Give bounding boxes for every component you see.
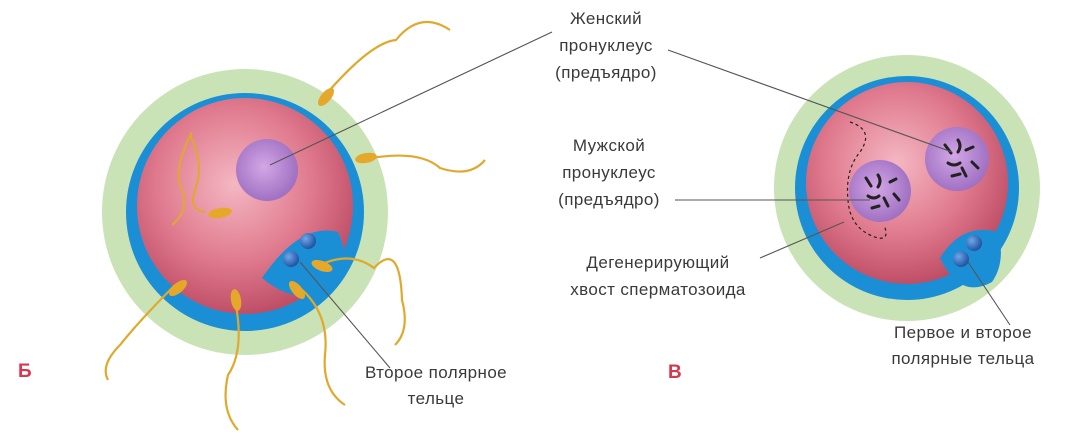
polar-body-left-2	[283, 251, 299, 267]
label-male-pronucleus: Мужской пронуклеус (предъядро)	[558, 136, 660, 209]
svg-text:Дегенерирующий: Дегенерирующий	[586, 253, 729, 272]
label-degenerating-tail: Дегенерирующий хвост сперматозоида	[570, 253, 746, 299]
svg-text:(предъядро): (предъядро)	[555, 63, 657, 82]
polar-body-left-1	[300, 233, 316, 249]
svg-text:тельце: тельце	[408, 389, 465, 408]
svg-text:Второе полярное: Второе полярное	[365, 363, 507, 382]
cell-right	[774, 55, 1040, 321]
svg-text:пронуклеус: пронуклеус	[562, 163, 656, 182]
panel-letter-left: Б	[18, 361, 32, 382]
female-pronucleus-left	[236, 139, 298, 201]
label-polar-bodies: Первое и второе полярные тельца	[891, 323, 1034, 368]
panel-letter-right: В	[668, 362, 682, 383]
svg-text:(предъядро): (предъядро)	[558, 190, 660, 209]
label-second-polar-body: Второе полярное тельце	[365, 363, 507, 408]
svg-text:полярные тельца: полярные тельца	[891, 349, 1034, 368]
polar-body-right-2	[953, 251, 969, 267]
polar-body-right-1	[966, 235, 982, 251]
svg-text:Женский: Женский	[570, 9, 642, 28]
male-pronucleus-right	[849, 160, 911, 222]
svg-text:хвост сперматозоида: хвост сперматозоида	[570, 280, 746, 299]
svg-text:Мужской: Мужской	[573, 136, 645, 155]
female-pronucleus-right	[925, 127, 989, 191]
svg-text:пронуклеус: пронуклеус	[559, 36, 653, 55]
label-female-pronucleus: Женский пронуклеус (предъядро)	[555, 9, 657, 82]
svg-text:Первое и второе: Первое и второе	[894, 323, 1032, 342]
